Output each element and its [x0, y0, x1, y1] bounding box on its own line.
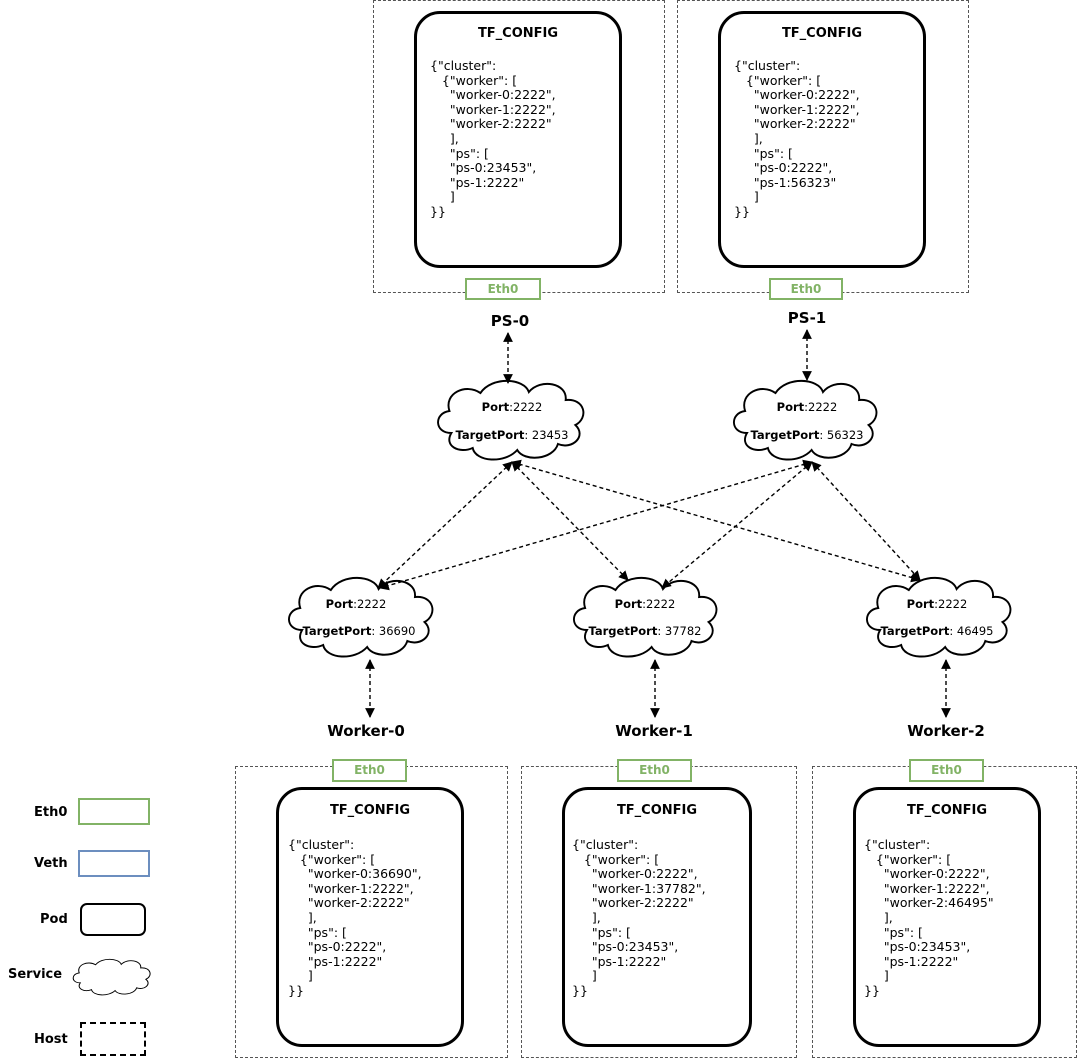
- worker-1-service-port: Port:2222: [614, 597, 676, 611]
- ps-1-service-targetport: TargetPort: 56323: [750, 428, 864, 442]
- worker-2-label: Worker-2: [907, 722, 985, 740]
- worker-0-service-cloud: [287, 576, 434, 658]
- ps-0-config-title: TF_CONFIG: [477, 26, 559, 41]
- ps-0-worker-1-link: [511, 461, 629, 581]
- ps-1-service-port: Port:2222: [776, 400, 838, 414]
- worker-2-host: Eth0 TF_CONFIG {"cluster": {"worker": [ …: [812, 759, 1077, 1058]
- worker-0-config-body: {"cluster": {"worker": [ "worker-0:36690…: [288, 837, 422, 998]
- worker-1-label: Worker-1: [615, 722, 693, 740]
- worker-0-service-port: Port:2222: [325, 597, 387, 611]
- ps-0-config-body: {"cluster": {"worker": [ "worker-0:2222"…: [430, 58, 556, 219]
- ps-1-config-body: {"cluster": {"worker": [ "worker-0:2222"…: [734, 58, 860, 219]
- legend-eth0-label: Eth0: [34, 805, 68, 820]
- worker-2-service-port: Port:2222: [906, 597, 968, 611]
- worker-2-config-body: {"cluster": {"worker": [ "worker-0:2222"…: [864, 837, 994, 998]
- ps-0-service-cloud: [437, 379, 585, 461]
- ps-1-pod: TF_CONFIG {"cluster": {"worker": [ "work…: [718, 11, 926, 268]
- worker-0-eth0: Eth0: [332, 759, 407, 782]
- ps-0-label: PS-0: [490, 312, 530, 330]
- ps-0-service-port: Port:2222: [481, 400, 543, 414]
- worker-2-config-title: TF_CONFIG: [906, 803, 988, 818]
- ps-0-eth0: Eth0: [465, 278, 541, 300]
- ps-1-config-title: TF_CONFIG: [781, 26, 863, 41]
- ps-0-pod: TF_CONFIG {"cluster": {"worker": [ "work…: [414, 11, 622, 268]
- ps-1-service-cloud: [732, 379, 878, 461]
- worker-1-eth0: Eth0: [617, 759, 692, 782]
- worker-2-eth0: Eth0: [909, 759, 984, 782]
- ps-1-worker-1-link: [661, 461, 813, 589]
- worker-1-config-body: {"cluster": {"worker": [ "worker-0:2222"…: [572, 837, 706, 998]
- worker-0-config-title: TF_CONFIG: [329, 803, 411, 818]
- worker-2-pod: TF_CONFIG {"cluster": {"worker": [ "work…: [853, 787, 1041, 1047]
- ps-1-worker-0-link: [379, 459, 813, 591]
- legend-veth-swatch: [78, 850, 150, 877]
- ps-0-worker-2-link: [511, 459, 921, 583]
- ps-1-host: TF_CONFIG {"cluster": {"worker": [ "work…: [677, 0, 969, 300]
- legend-service-swatch: [72, 958, 151, 996]
- ps-0-worker-0-link: [377, 461, 513, 589]
- worker-0-pod: TF_CONFIG {"cluster": {"worker": [ "work…: [276, 787, 464, 1047]
- worker-0-label: Worker-0: [327, 722, 405, 740]
- legend-eth0-swatch: [78, 798, 150, 825]
- worker-2-service-cloud: [865, 576, 1012, 658]
- legend-veth-label: Veth: [34, 856, 68, 871]
- worker-0-host: Eth0 TF_CONFIG {"cluster": {"worker": [ …: [235, 759, 508, 1058]
- worker-0-service-targetport: TargetPort: 36690: [302, 624, 416, 638]
- legend-pod-swatch: [80, 903, 146, 936]
- ps-1-eth0: Eth0: [769, 278, 843, 300]
- ps-0-host: TF_CONFIG {"cluster": {"worker": [ "work…: [373, 0, 665, 300]
- worker-1-service-cloud: [572, 576, 718, 658]
- worker-1-config-title: TF_CONFIG: [616, 803, 698, 818]
- legend-pod-label: Pod: [40, 912, 68, 927]
- worker-2-service-targetport: TargetPort: 46495: [880, 624, 994, 638]
- worker-1-host: Eth0 TF_CONFIG {"cluster": {"worker": [ …: [521, 759, 797, 1058]
- ps-0-service-targetport: TargetPort: 23453: [455, 428, 569, 442]
- legend-host-label: Host: [34, 1032, 68, 1047]
- ps-1-label: PS-1: [787, 309, 827, 327]
- legend-service-label: Service: [8, 967, 63, 982]
- worker-1-pod: TF_CONFIG {"cluster": {"worker": [ "work…: [562, 787, 752, 1047]
- legend-host-swatch: [80, 1022, 146, 1056]
- worker-1-service-targetport: TargetPort: 37782: [588, 624, 702, 638]
- ps-1-worker-2-link: [811, 461, 921, 581]
